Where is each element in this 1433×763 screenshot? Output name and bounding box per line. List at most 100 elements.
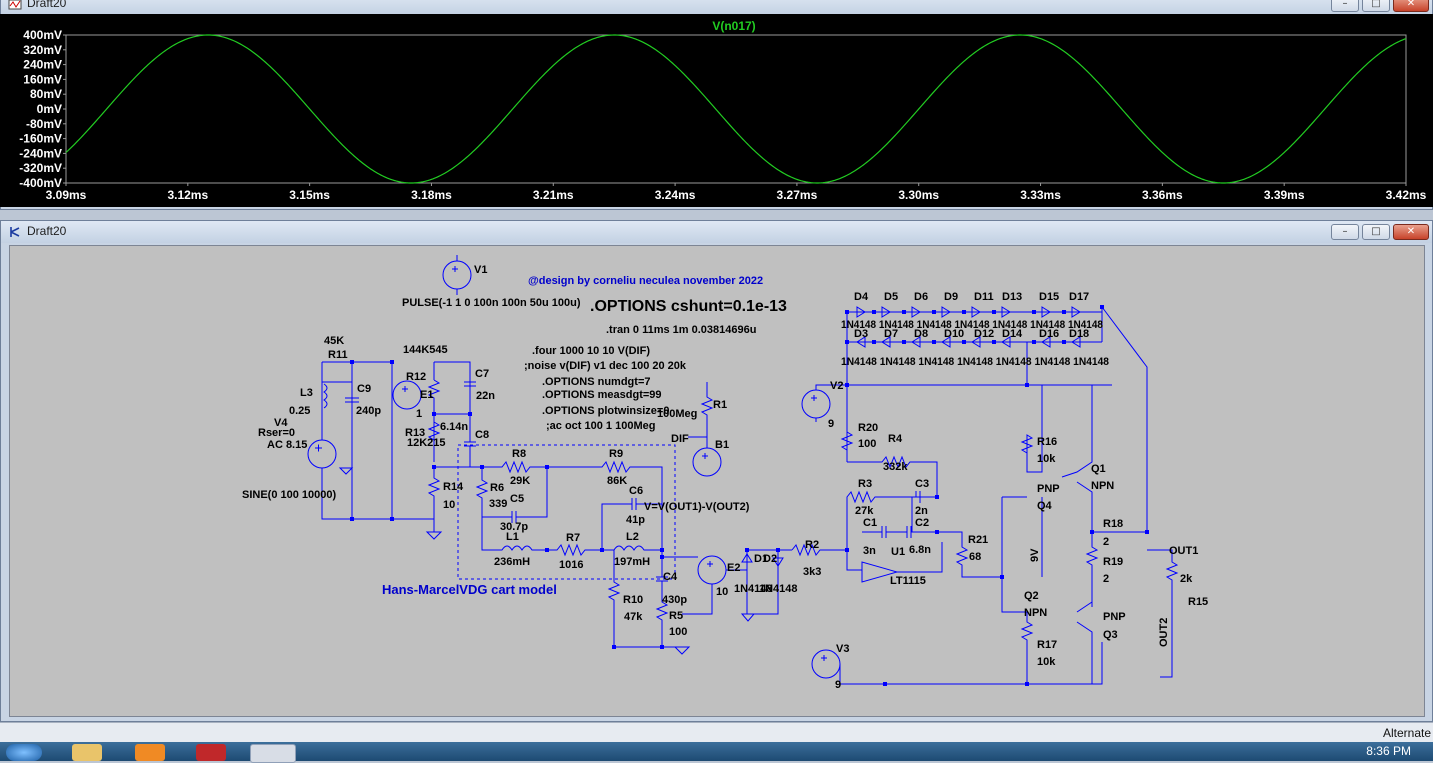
R1-value[interactable]: 100Meg <box>657 408 697 420</box>
E2-label[interactable]: E2 <box>727 562 740 574</box>
E2-value[interactable]: 10 <box>716 586 728 598</box>
R12-label[interactable]: R12 <box>406 371 426 383</box>
L1-value[interactable]: 236mH <box>494 556 530 568</box>
minimize-button[interactable]: – <box>1331 0 1359 12</box>
R13-value[interactable]: 12K215 <box>407 437 446 449</box>
net-9V-label[interactable]: 9V <box>1029 548 1041 562</box>
OUT2-label[interactable]: OUT2 <box>1158 618 1170 647</box>
D1-model[interactable]: 1N4148 <box>734 583 773 595</box>
Q4-type[interactable]: PNP <box>1037 483 1060 495</box>
Q2-label[interactable]: Q2 <box>1024 590 1039 602</box>
schematic-close-button[interactable]: ✕ <box>1393 224 1429 240</box>
diode-label-d12[interactable]: D12 <box>974 328 994 340</box>
R14-value[interactable]: 10 <box>443 499 455 511</box>
cart-model-label[interactable]: Hans-MarcelVDG cart model <box>382 582 557 597</box>
C9-label[interactable]: C9 <box>357 383 371 395</box>
R19-label[interactable]: R19 <box>1103 556 1123 568</box>
sine-source-value[interactable]: SINE(0 100 10000) <box>242 489 337 501</box>
diode-label-d6[interactable]: D6 <box>914 291 928 303</box>
diode-label-d18[interactable]: D18 <box>1069 328 1089 340</box>
browser-icon[interactable] <box>135 744 165 761</box>
L1-label[interactable]: L1 <box>506 531 519 543</box>
R4-label[interactable]: R4 <box>888 433 903 445</box>
start-button[interactable] <box>6 744 42 761</box>
DIF-label[interactable]: DIF <box>671 433 689 445</box>
schematic-maximize-button[interactable]: □ <box>1362 224 1390 240</box>
R2-value[interactable]: 3k3 <box>803 566 821 578</box>
R7-label[interactable]: R7 <box>566 532 580 544</box>
C6-value[interactable]: 41p <box>626 514 645 526</box>
C8-label[interactable]: C8 <box>475 429 489 441</box>
R18-value[interactable]: 2 <box>1103 536 1109 548</box>
R11-value[interactable]: 45K <box>324 335 344 347</box>
C7-value[interactable]: 22n <box>476 390 495 402</box>
bv-expression[interactable]: V=V(OUT1)-V(OUT2) <box>644 501 750 513</box>
close-button[interactable]: ✕ <box>1393 0 1429 12</box>
V4-rser[interactable]: Rser=0 <box>258 427 295 439</box>
diode-label-d7[interactable]: D7 <box>884 328 898 340</box>
diode-label-d11[interactable]: D11 <box>974 291 994 303</box>
diode-label-d14[interactable]: D14 <box>1002 328 1023 340</box>
diode-models-top[interactable]: 1N4148 1N4148 1N4148 1N4148 1N4148 1N414… <box>841 319 1103 331</box>
trace-line[interactable] <box>65 34 1407 184</box>
U1-value[interactable]: LT1115 <box>890 575 926 587</box>
R21-value[interactable]: 68 <box>969 551 981 563</box>
R17-label[interactable]: R17 <box>1037 639 1057 651</box>
R12-value[interactable]: 144K545 <box>403 344 448 356</box>
R16-label[interactable]: R16 <box>1037 436 1057 448</box>
C5-label[interactable]: C5 <box>510 493 524 505</box>
D2-model[interactable]: 1N4148 <box>759 583 798 595</box>
R18-label[interactable]: R18 <box>1103 518 1123 530</box>
R6-label[interactable]: R6 <box>490 482 504 494</box>
R7-value[interactable]: 1016 <box>559 559 583 571</box>
C2-value[interactable]: 6.8n <box>909 544 931 556</box>
C1-value[interactable]: 3n <box>863 545 876 557</box>
V3-label[interactable]: V3 <box>836 643 849 655</box>
R15-label[interactable]: R15 <box>1188 596 1208 608</box>
V4-label[interactable]: V4 <box>274 417 288 429</box>
ltspice-icon[interactable] <box>250 744 296 763</box>
U1-label[interactable]: U1 <box>891 546 905 558</box>
C7-label[interactable]: C7 <box>475 368 489 380</box>
R13-label[interactable]: R13 <box>405 427 425 439</box>
R4-value[interactable]: 332k <box>883 461 908 473</box>
diode-label-d16[interactable]: D16 <box>1039 328 1059 340</box>
plotwinsize-directive[interactable]: .OPTIONS plotwinsize=0 <box>542 405 669 417</box>
noise-directive[interactable]: ;noise v(DIF) v1 dec 100 20 20k <box>524 360 687 372</box>
Q4-label[interactable]: Q4 <box>1037 500 1053 512</box>
Q2-type[interactable]: NPN <box>1024 607 1047 619</box>
V4-ac[interactable]: AC 8.15 <box>267 439 307 451</box>
V2-value[interactable]: 9 <box>828 418 834 430</box>
R21-label[interactable]: R21 <box>968 534 988 546</box>
diode-label-d5[interactable]: D5 <box>884 291 898 303</box>
R3-value[interactable]: 27k <box>855 505 874 517</box>
schematic-canvas[interactable]: @design by corneliu neculea november 202… <box>9 245 1425 717</box>
L3-value[interactable]: 0.25 <box>289 405 310 417</box>
pdf-icon[interactable] <box>196 744 226 761</box>
C3-label[interactable]: C3 <box>915 478 929 490</box>
R3-label[interactable]: R3 <box>858 478 872 490</box>
Q1-type[interactable]: NPN <box>1091 480 1114 492</box>
folder-icon[interactable] <box>72 744 102 761</box>
C4-label[interactable]: C4 <box>663 571 678 583</box>
waveform-svg[interactable]: V(n017) 400mV320mV240mV160mV80mV0mV-80mV… <box>0 14 1433 207</box>
V1-label[interactable]: V1 <box>474 264 487 276</box>
L2-label[interactable]: L2 <box>626 531 639 543</box>
R14-label[interactable]: R14 <box>443 481 464 493</box>
R19-value[interactable]: 2 <box>1103 573 1109 585</box>
diode-label-d9[interactable]: D9 <box>944 291 958 303</box>
R20-label[interactable]: R20 <box>858 422 878 434</box>
C8-value[interactable]: 6.14n <box>440 421 468 433</box>
R16-value[interactable]: 10k <box>1037 453 1056 465</box>
C1-label[interactable]: C1 <box>863 517 877 529</box>
OUT1-label[interactable]: OUT1 <box>1169 545 1198 557</box>
waveform-titlebar[interactable]: Draft20 – □ ✕ <box>1 0 1432 15</box>
R10-value[interactable]: 47k <box>624 611 643 623</box>
C9-value[interactable]: 240p <box>356 405 381 417</box>
R8-value[interactable]: 29K <box>510 475 530 487</box>
C2-label[interactable]: C2 <box>915 517 929 529</box>
R2-label[interactable]: R2 <box>805 539 819 551</box>
diode-label-d4[interactable]: D4 <box>854 291 869 303</box>
L3-label[interactable]: L3 <box>300 387 313 399</box>
schematic-window[interactable]: Draft20 – □ ✕ <box>0 220 1433 722</box>
